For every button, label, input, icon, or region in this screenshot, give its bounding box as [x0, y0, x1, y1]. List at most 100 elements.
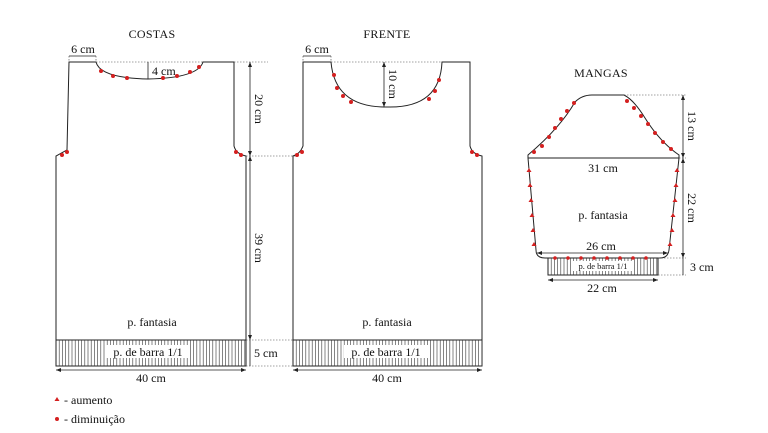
sleeve-side-increases — [526, 168, 680, 246]
back-title: COSTAS — [129, 27, 176, 41]
decrease-dot — [437, 78, 441, 82]
sleeve-rib-height-label: 3 cm — [690, 260, 714, 274]
increase-triangle — [530, 228, 536, 232]
rib-height-label: 5 cm — [254, 346, 278, 360]
front-rib-label: p. de barra 1/1 — [351, 345, 420, 359]
decrease-dot — [239, 153, 243, 157]
front-stitch-label: p. fantasia — [362, 315, 412, 329]
increase-triangle — [528, 198, 534, 202]
decrease-dot — [532, 150, 536, 154]
decrease-dot — [565, 109, 569, 113]
decrease-dot — [592, 256, 596, 260]
decrease-dot — [639, 114, 643, 118]
increase-triangle — [526, 168, 532, 172]
back-width-label: 40 cm — [136, 371, 166, 385]
sleeve-outline — [527, 94, 680, 259]
decrease-dot — [341, 94, 345, 98]
decrease-dot — [99, 69, 103, 73]
back-outline — [55, 61, 247, 367]
decrease-dot — [618, 256, 622, 260]
sleeve-rib-label: p. de barra 1/1 — [578, 261, 627, 271]
legend: - aumento - diminuição — [54, 393, 125, 426]
decrease-dot — [553, 126, 557, 130]
sleeve-top-width-label: 31 cm — [588, 161, 618, 175]
sleeve-title: MANGAS — [574, 66, 628, 80]
back-rib-stripes — [58, 340, 246, 366]
decrease-dot — [625, 99, 629, 103]
decrease-dot — [540, 144, 544, 148]
decrease-dot — [470, 150, 474, 154]
decrease-dot — [632, 106, 636, 110]
increase-triangle — [529, 213, 535, 217]
decrease-dot — [475, 153, 479, 157]
front-rib-label-bg — [344, 345, 428, 358]
front-neck-decreases — [295, 73, 479, 157]
sleeve-cap-decreases — [532, 99, 673, 154]
back-stitch-label: p. fantasia — [127, 315, 177, 329]
decrease-dot — [631, 256, 635, 260]
decrease-dot — [125, 76, 129, 80]
decrease-dot — [332, 73, 336, 77]
front-shoulder-label: 6 cm — [305, 42, 329, 56]
front-neck-label: 10 cm — [386, 69, 400, 99]
decrease-dot — [605, 256, 609, 260]
decrease-dot — [349, 100, 353, 104]
decrease-dot — [669, 147, 673, 151]
decrease-dot — [111, 74, 115, 78]
decrease-dot — [335, 86, 339, 90]
decrease-dot — [427, 97, 431, 101]
increase-triangle — [527, 183, 533, 187]
decrease-dot — [644, 256, 648, 260]
sleeve-cuff-width-label: 22 cm — [587, 281, 617, 295]
decrease-dot — [579, 256, 583, 260]
decrease-dot — [553, 256, 557, 260]
back-shoulder-label: 6 cm — [71, 42, 95, 56]
armhole-label: 20 cm — [252, 94, 266, 124]
legend-decrease-label: - diminuição — [64, 412, 125, 426]
cuff-decreases — [553, 256, 648, 260]
increase-triangle — [670, 213, 676, 217]
back-neck-decreases — [60, 65, 243, 157]
back-neck-label: 4 cm — [152, 64, 176, 78]
decrease-dot — [234, 150, 238, 154]
increase-triangle — [669, 228, 675, 232]
decrease-dot — [65, 150, 69, 154]
increase-triangle — [531, 242, 537, 246]
decrease-dot — [547, 135, 551, 139]
decrease-dot — [161, 76, 165, 80]
decrease-dot — [653, 131, 657, 135]
sleeve-length-label: 22 cm — [685, 193, 699, 223]
back-piece: COSTAS p. de barra 1/1 p. fantasia 6 cm … — [55, 27, 247, 385]
sleeve-piece: MANGAS p. de barra 1/1 p. fantasia 31 cm… — [526, 66, 714, 295]
body-length-label: 39 cm — [252, 233, 266, 263]
increase-triangle — [667, 242, 673, 246]
center-dims: 20 cm 39 cm 5 cm — [234, 61, 296, 367]
decrease-dot — [559, 117, 563, 121]
back-rib-label-bg — [106, 345, 190, 358]
decrease-dot — [646, 122, 650, 126]
increase-legend-icon — [54, 397, 60, 401]
sleeve-cap-label: 13 cm — [685, 111, 699, 141]
sleeve-cuff — [547, 257, 659, 276]
sleeve-rib-label-bg — [573, 261, 633, 271]
sleeve-stitch-label: p. fantasia — [578, 208, 628, 222]
decrease-dot — [566, 256, 570, 260]
decrease-dot — [197, 65, 201, 69]
decrease-legend-icon — [55, 417, 59, 421]
increase-triangle — [672, 198, 678, 202]
back-rib-label: p. de barra 1/1 — [113, 345, 182, 359]
decrease-dot — [188, 70, 192, 74]
decrease-dot — [60, 153, 64, 157]
decrease-dot — [295, 153, 299, 157]
front-width-label: 40 cm — [372, 371, 402, 385]
decrease-dot — [300, 150, 304, 154]
decrease-dot — [572, 101, 576, 105]
increase-triangle — [673, 183, 679, 187]
increase-triangle — [674, 168, 680, 172]
front-piece: FRENTE p. de barra 1/1 p. fantasia 6 cm … — [292, 27, 483, 385]
legend-increase-label: - aumento — [64, 393, 112, 407]
sleeve-lower-width-label: 26 cm — [586, 239, 616, 253]
front-title: FRENTE — [363, 27, 410, 41]
decrease-dot — [433, 89, 437, 93]
